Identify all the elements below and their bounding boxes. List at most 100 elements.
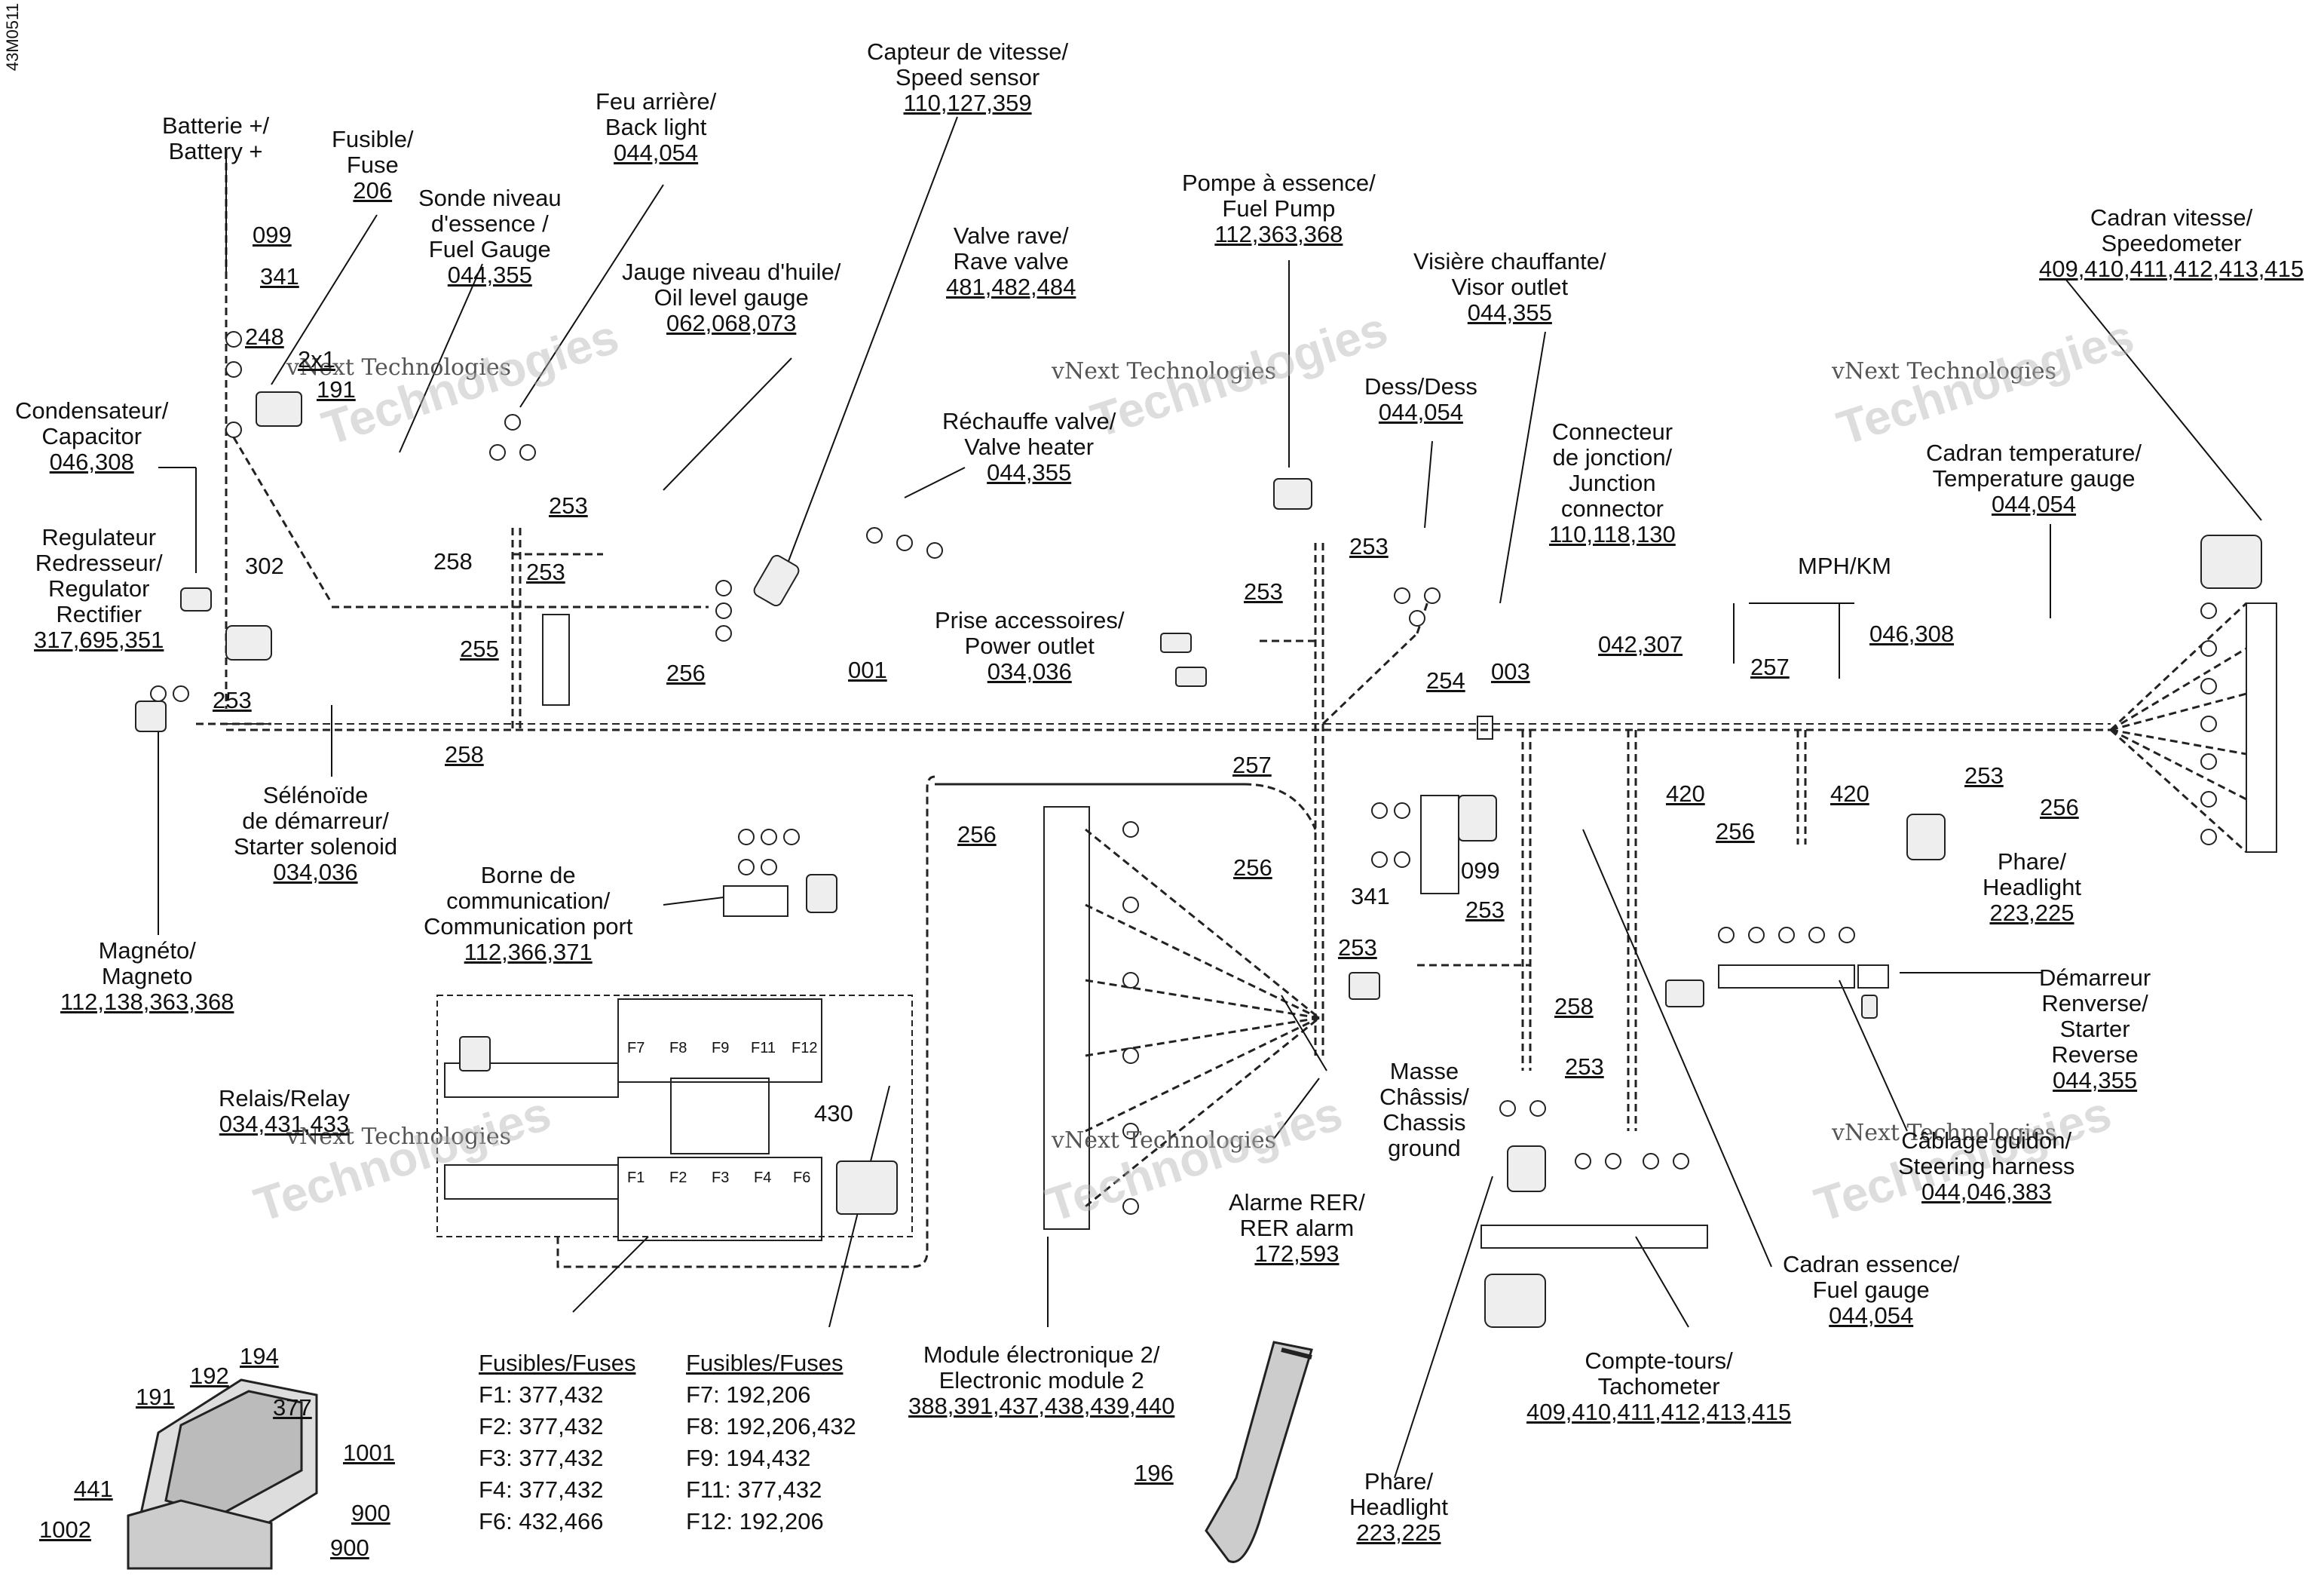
fusebox-illustration [128,1380,317,1568]
callout-900: 900 [330,1534,369,1561]
fuse-label-f1: F1 [627,1170,645,1186]
wire-253: 253 [1964,762,2004,789]
wire-341: 341 [1351,883,1390,909]
fuse-label-f4: F4 [754,1170,772,1186]
wire-255: 255 [460,636,499,662]
watermark-small: vNext Technologies [286,1124,512,1150]
callout-196: 196 [1134,1460,1174,1486]
wire-420: 420 [1830,780,1869,807]
fuse-label-f8: F8 [669,1040,687,1056]
connector-pins [151,332,2216,1214]
callout-191: 191 [317,376,356,403]
wire-253: 253 [1244,578,1283,605]
wire-257: 257 [1750,654,1790,680]
wire-253: 253 [1465,897,1505,923]
starter-rev-plug [1862,995,1877,1018]
wire-257: 257 [1232,752,1272,778]
fuse-list-item: F7: 192,206 [686,1381,811,1408]
wire-003: 003 [1491,658,1530,685]
antenna-illustration [1206,1342,1312,1562]
callout-191: 191 [136,1384,175,1410]
tach-connector [1481,1225,1707,1248]
callout-046-308: 046,308 [1869,621,1955,647]
fuse-list-header: Fusibles/Fuses [479,1350,636,1376]
chassis-ground-plug [1349,973,1379,999]
steering-connector [1719,965,1854,988]
fuse-list-item: F9: 194,432 [686,1445,811,1471]
headlight-plug-b [1508,1146,1545,1191]
starter-rev-connector [1858,965,1888,988]
capacitor-sketch [181,588,211,611]
relay-sketch [460,1037,490,1071]
wire-258: 258 [433,548,473,575]
speedo-connector [2246,603,2277,852]
mini-fuses [671,1078,769,1154]
relay-area [437,995,912,1237]
callout-430: 430 [814,1100,853,1127]
watermark-small: vNext Technologies [1052,358,1277,385]
magneto-plug [136,701,166,731]
wire-253: 253 [1565,1053,1604,1080]
fuse-list-right: Fusibles/Fuses F7: 192,206 F8: 192,206,4… [686,1347,856,1537]
callout-900: 900 [351,1500,390,1526]
comm-port-plug [807,875,837,912]
fuse-list-item: F2: 377,432 [479,1413,604,1439]
speedometer-plug [2201,535,2261,588]
wire-256: 256 [666,660,706,686]
fuse-list-item: F4: 377,432 [479,1476,604,1503]
wire-302: 302 [245,553,284,579]
fuse-list-item: F3: 377,432 [479,1445,604,1471]
comm-connector [724,886,788,916]
callout-1002: 1002 [39,1516,91,1543]
callout-248: 248 [245,323,284,350]
callout-1001: 1001 [343,1439,395,1466]
wire-253: 253 [213,687,252,713]
tach-plug [1485,1274,1545,1327]
wire-253: 253 [549,492,588,519]
junction-plug [1459,796,1496,841]
relay-row-top [445,1063,618,1097]
headlight-plug-r [1907,814,1945,860]
wire-254: 254 [1426,667,1465,694]
fuse-label-f9: F9 [712,1040,730,1056]
watermark-small: vNext Technologies [1832,1120,2057,1146]
regulator-sketch [226,626,271,660]
speed-sensor-plug [752,553,801,608]
leader-lines [158,117,2261,1478]
fuse-label-f6: F6 [793,1170,811,1186]
fuse-list-item: F6: 432,466 [479,1508,604,1534]
wire-256: 256 [957,821,997,848]
fuse-list-item: F8: 192,206,432 [686,1413,856,1439]
junction-block [1421,796,1459,894]
callout-042-307: 042,307 [1598,631,1683,658]
wire-420: 420 [1666,780,1705,807]
wire-256: 256 [1716,818,1755,845]
fuse-label-f12: F12 [792,1040,818,1056]
fuse-list-item: F11: 377,432 [686,1476,822,1503]
fuse-module-sketch [837,1161,897,1214]
watermark-small: vNext Technologies [286,354,512,381]
callout-441: 441 [74,1476,113,1502]
fuse-label-f3: F3 [712,1170,730,1186]
callout-2x1: 2x1 [298,346,335,372]
fuse-label-f7: F7 [627,1040,645,1056]
battery-connector [256,392,302,426]
outlet-plug [1161,633,1191,652]
callout-194: 194 [240,1343,279,1369]
